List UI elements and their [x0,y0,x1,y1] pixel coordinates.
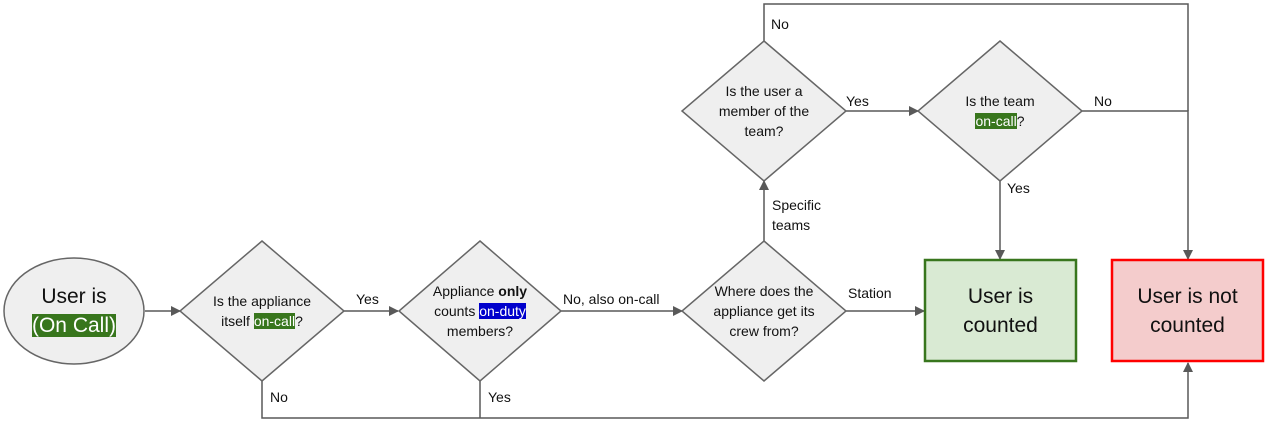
label-appliance-no: No [270,389,288,405]
crew-source-decision-shape [680,240,848,382]
team-oncall-decision: Is the team on-call? [965,93,1035,129]
team-oncall-decision-shape [916,40,1084,182]
edge-team-no [1082,110,1193,260]
appliance-oncall-decision: Is the appliance itself on-call? [192,291,332,331]
label-member-yes: Yes [846,93,869,109]
label-appliance-yes: Yes [356,291,379,307]
label-crew-specific-teams: Specific teams [772,197,822,233]
only-onduty-decision: Appliance only counts on-duty members? [432,283,528,339]
not-counted-node-shape [1110,258,1265,363]
counted-node-shape [923,258,1078,363]
start-node: User is (On Call) [4,282,144,340]
edge-member-no [763,3,1189,111]
start-node-line1: User is [41,285,107,308]
label-member-no: No [771,16,789,32]
start-node-oncall-highlight: (On Call) [31,314,116,337]
label-team-yes: Yes [1007,180,1030,196]
appliance-oncall-decision-shape [178,240,346,382]
only-emphasis: only [498,283,528,299]
team-member-decision-shape [680,40,848,182]
counted-node: User is counted [963,285,1038,337]
start-node-shape [3,257,145,365]
label-only-yes: Yes [488,389,511,405]
appliance-oncall-highlight: on-call [253,313,296,329]
appliance-question-line1: Is the appliance [212,293,312,309]
label-crew-station: Station [848,285,892,301]
team-oncall-highlight: on-call [975,113,1017,129]
team-member-decision: Is the user a member of the team? [718,83,810,139]
label-only-no: No, also on-call [563,291,660,307]
crew-source-decision: Where does the appliance get its crew fr… [713,283,815,339]
not-counted-node: User is not counted [1137,285,1238,337]
edge-appliance-no [261,362,1193,419]
label-team-no: No [1094,93,1112,109]
onduty-highlight: on-duty [479,303,526,319]
